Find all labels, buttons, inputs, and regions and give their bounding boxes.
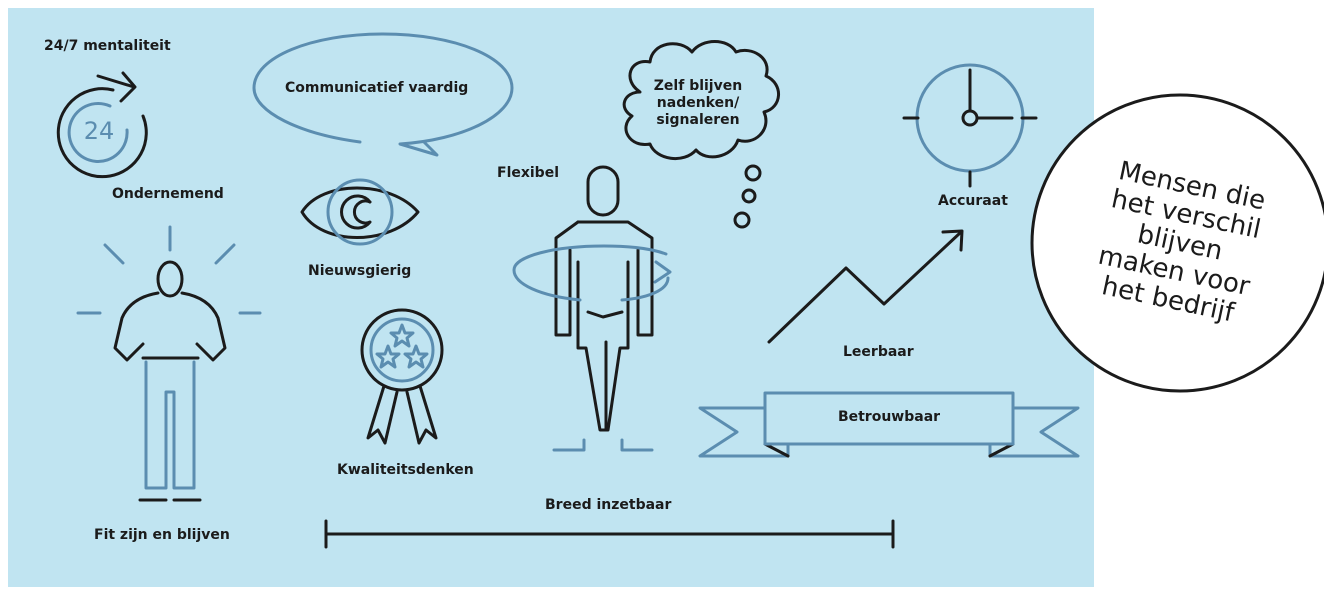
label-fit-zijn-en-blijven: Fit zijn en blijven	[94, 527, 230, 543]
hula-hoop-person-icon	[512, 165, 672, 452]
label-24-7-mentaliteit: 24/7 mentaliteit	[44, 38, 171, 54]
statement-badge	[1030, 93, 1324, 393]
label-betrouwbaar: Betrouwbaar	[837, 409, 941, 425]
thought-line: Zelf blijven	[653, 78, 743, 94]
span-bar-icon	[324, 519, 895, 549]
label-nieuwsgierig: Nieuwsgierig	[308, 263, 412, 279]
background-panel	[8, 8, 1094, 587]
cycle-24-icon: 24	[56, 71, 148, 179]
cycle-number: 24	[84, 117, 115, 145]
energetic-person-icon	[76, 225, 262, 502]
thought-line: signaleren	[656, 112, 740, 128]
thought-cloud-icon	[622, 40, 780, 229]
label-kwaliteitsdenken: Kwaliteitsdenken	[337, 462, 474, 478]
speech-bubble-icon	[252, 32, 514, 157]
label-leerbaar: Leerbaar	[843, 344, 914, 360]
label-accuraat: Accuraat	[938, 193, 1008, 209]
clock-icon	[902, 63, 1038, 188]
rising-arrow-icon	[767, 229, 964, 344]
badge-statement: Mensen die het verschil blijven maken vo…	[1039, 106, 1322, 381]
ribbon-banner-icon	[698, 391, 1080, 458]
label-flexibel: Flexibel	[497, 165, 560, 181]
eye-icon	[300, 178, 420, 246]
label-breed-inzetbaar: Breed inzetbaar	[545, 497, 672, 513]
award-ribbon-icon	[360, 308, 444, 445]
thought-line: nadenken/	[656, 95, 740, 111]
label-ondernemend: Ondernemend	[112, 186, 224, 202]
label-thought-cloud: Zelf blijven nadenken/ signaleren	[640, 78, 756, 129]
label-communicatief-vaardig: Communicatief vaardig	[285, 80, 469, 96]
